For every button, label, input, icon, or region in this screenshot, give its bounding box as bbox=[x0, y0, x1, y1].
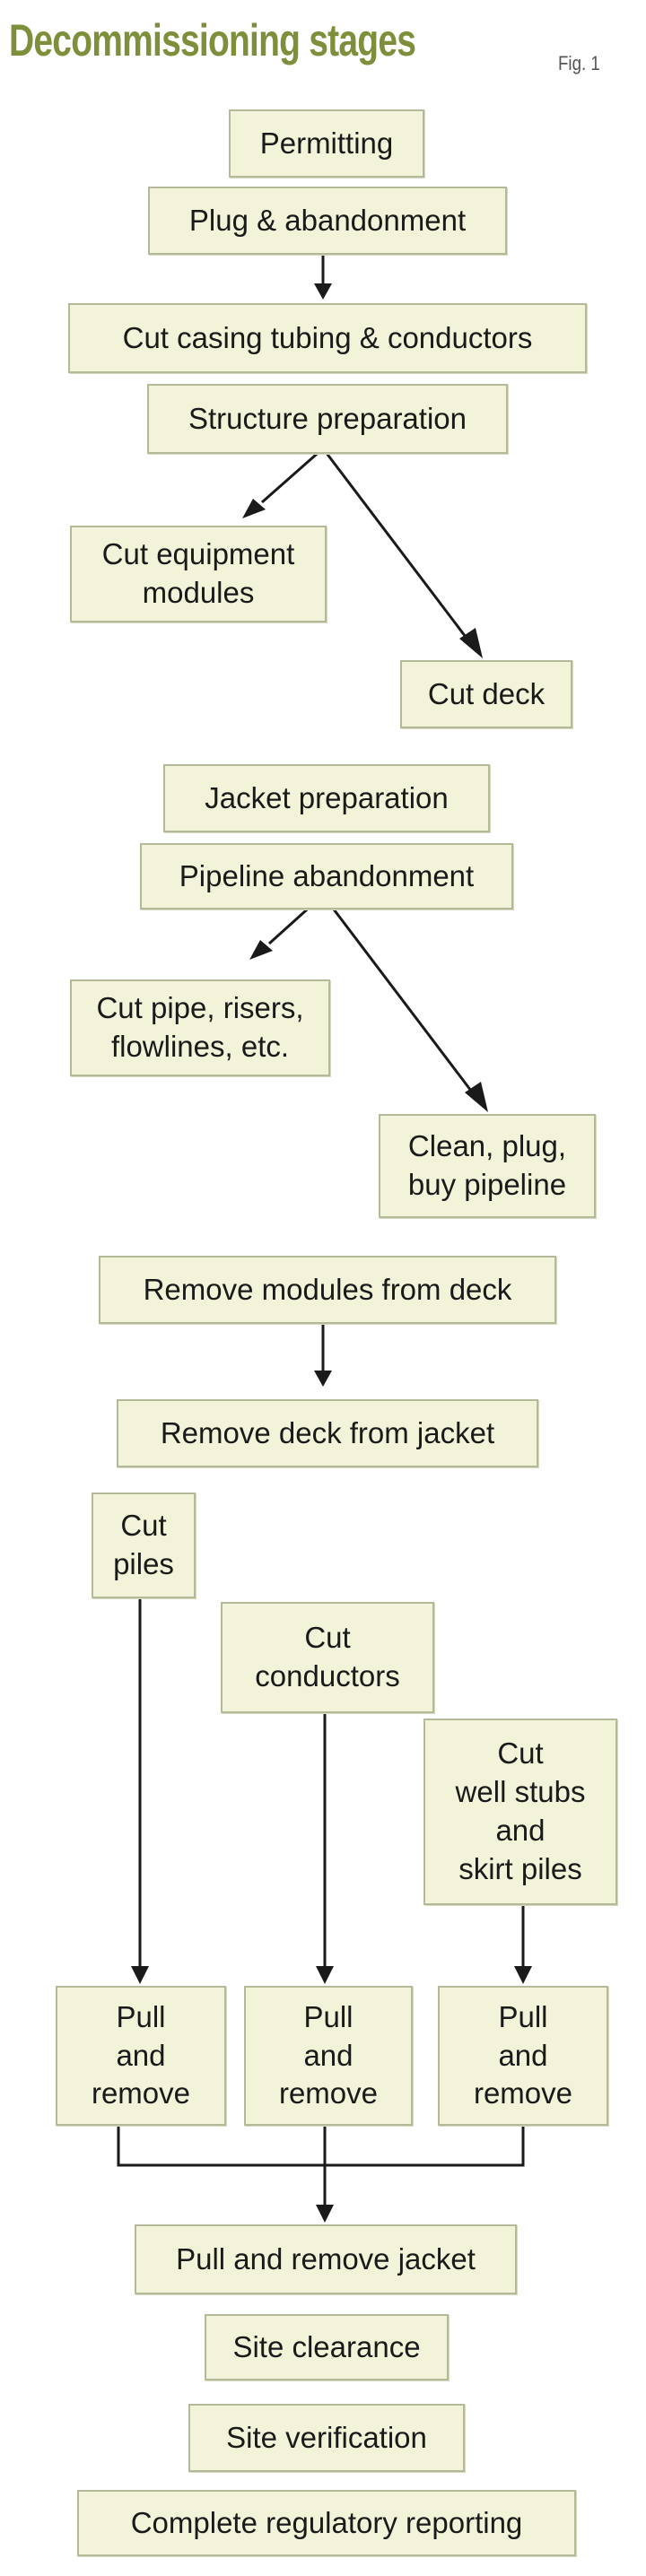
stage-pull-jacket: Pull and remove jacket bbox=[135, 2224, 517, 2294]
stage-cut-conductors: Cut conductors bbox=[221, 1602, 434, 1713]
stage-plug-abandonment: Plug & abandonment bbox=[148, 187, 507, 255]
stage-cut-well-stubs: Cut well stubs and skirt piles bbox=[423, 1719, 617, 1905]
stage-regulatory-reporting: Complete regulatory reporting bbox=[77, 2490, 576, 2556]
arrowhead bbox=[242, 499, 266, 518]
arrowhead bbox=[249, 940, 273, 960]
arrow-pipeline-to-clean bbox=[321, 894, 476, 1095]
stage-cut-equipment-modules: Cut equipment modules bbox=[70, 526, 327, 622]
stage-remove-modules: Remove modules from deck bbox=[99, 1256, 556, 1324]
stage-permitting: Permitting bbox=[229, 109, 424, 178]
arrowhead bbox=[314, 1371, 332, 1387]
arrow-structure-to-deck bbox=[321, 448, 470, 641]
stage-pull-remove-2: Pull and remove bbox=[244, 1986, 413, 2126]
stage-site-clearance: Site clearance bbox=[205, 2314, 449, 2380]
stage-jacket-preparation: Jacket preparation bbox=[163, 764, 490, 832]
arrowhead bbox=[316, 1966, 334, 1984]
stage-cut-piles: Cut piles bbox=[92, 1493, 196, 1598]
stage-clean-plug-pipeline: Clean, plug, buy pipeline bbox=[379, 1114, 596, 1218]
stage-remove-deck: Remove deck from jacket bbox=[117, 1399, 538, 1467]
stage-structure-preparation: Structure preparation bbox=[147, 384, 508, 454]
stage-cut-casing: Cut casing tubing & conductors bbox=[68, 303, 587, 373]
stage-site-verification: Site verification bbox=[188, 2404, 465, 2472]
arrowhead bbox=[465, 1082, 488, 1112]
stage-cut-pipe: Cut pipe, risers, flowlines, etc. bbox=[70, 979, 330, 1076]
arrowhead bbox=[316, 2205, 334, 2223]
figure-label: Fig. 1 bbox=[558, 52, 600, 74]
arrowhead bbox=[514, 1966, 532, 1984]
stage-pipeline-abandonment: Pipeline abandonment bbox=[140, 843, 513, 909]
stage-pull-remove-3: Pull and remove bbox=[438, 1986, 608, 2126]
stage-pull-remove-1: Pull and remove bbox=[56, 1986, 226, 2126]
arrowhead bbox=[314, 283, 332, 300]
arrow-structure-to-equipment bbox=[261, 447, 324, 504]
merge-bracket bbox=[117, 2126, 525, 2167]
arrowhead bbox=[131, 1966, 149, 1984]
arrowhead bbox=[459, 628, 483, 658]
stage-cut-deck: Cut deck bbox=[400, 660, 572, 728]
diagram-title: Decommissioning stages bbox=[9, 15, 416, 65]
